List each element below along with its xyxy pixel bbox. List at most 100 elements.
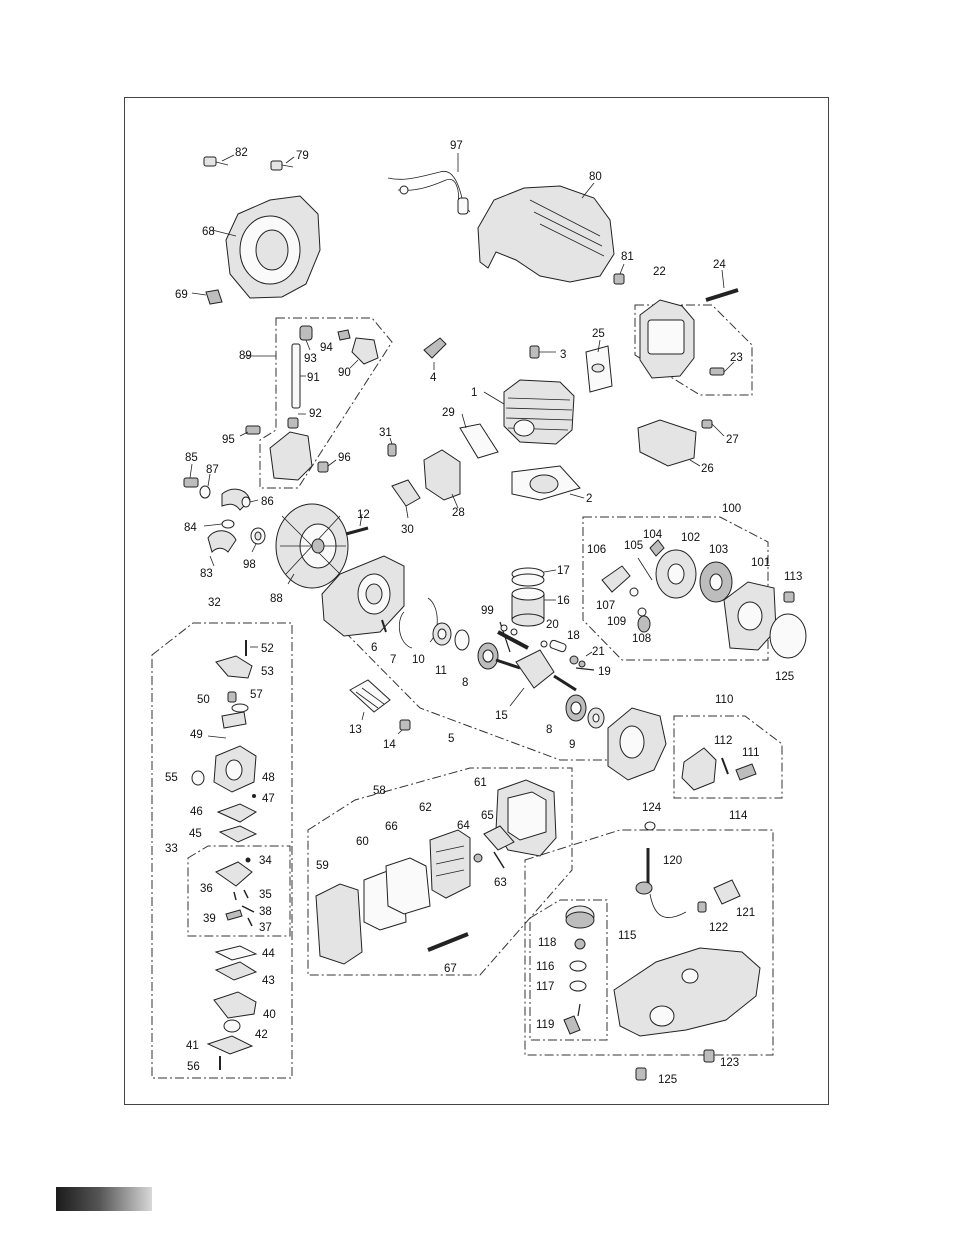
- label-100: 100: [722, 503, 741, 515]
- rings-17: [511, 567, 557, 587]
- starter-housing-101: [723, 581, 777, 651]
- label-93: 93: [304, 353, 317, 365]
- screen-42: [223, 1019, 241, 1033]
- label-122: 122: [709, 922, 728, 934]
- label-80: 80: [589, 171, 602, 183]
- label-102: 102: [681, 532, 700, 544]
- label-81: 81: [621, 251, 634, 263]
- bracket-26: [637, 419, 701, 467]
- label-27: 27: [726, 434, 739, 446]
- label-91: 91: [307, 372, 320, 384]
- label-36: 36: [200, 883, 213, 895]
- label-21: 21: [592, 646, 605, 658]
- label-119: 119: [536, 1019, 554, 1031]
- label-111: 111: [742, 747, 759, 759]
- disk-86-washer: [241, 496, 259, 508]
- gasket-117: [569, 980, 587, 992]
- label-114: 114: [729, 810, 748, 822]
- label-82: 82: [235, 147, 248, 159]
- label-117: 117: [536, 981, 554, 993]
- bolt-79: [270, 156, 295, 171]
- label-118: 118: [538, 937, 556, 949]
- spring-105: [637, 557, 653, 581]
- bolt-82: [203, 154, 235, 167]
- label-66: 66: [385, 821, 398, 833]
- label-18: 18: [567, 630, 580, 642]
- label-125-a: 125: [775, 671, 794, 683]
- nut-92: [287, 413, 306, 429]
- group-outline-58: [307, 767, 573, 976]
- carb-body-48: [213, 745, 257, 793]
- lever-49: [207, 711, 247, 739]
- pin-34: [245, 857, 251, 863]
- bolt-23: [709, 361, 735, 376]
- bolt-113: [783, 591, 795, 603]
- bolt-85: [183, 463, 199, 488]
- label-35: 35: [259, 889, 272, 901]
- label-86: 86: [261, 496, 274, 508]
- pulley-102: [655, 549, 697, 599]
- label-69: 69: [175, 289, 188, 301]
- washer-98: [250, 527, 266, 553]
- nut-64: [473, 853, 483, 863]
- label-97: 97: [450, 140, 463, 152]
- bolt-123: [703, 1049, 715, 1063]
- label-103: 103: [709, 544, 728, 556]
- gasket-45: [218, 825, 258, 843]
- valve-50: [227, 691, 237, 703]
- label-53: 53: [261, 666, 274, 678]
- label-107: 107: [596, 600, 615, 612]
- label-4: 4: [430, 372, 437, 384]
- gasket-2: [511, 465, 585, 501]
- label-109: 109: [607, 616, 626, 628]
- label-40: 40: [263, 1009, 276, 1021]
- label-11: 11: [435, 665, 447, 677]
- label-85: 85: [185, 452, 198, 464]
- label-89: 89: [239, 350, 252, 362]
- rod-91: [291, 343, 306, 409]
- nut-96: [317, 459, 337, 473]
- fan-housing-68: [211, 195, 321, 299]
- pin-94: [337, 329, 351, 341]
- label-68: 68: [202, 226, 215, 238]
- label-43: 43: [262, 975, 275, 987]
- label-2: 2: [586, 493, 592, 505]
- coil-89-body: [244, 355, 313, 481]
- pin-19: [575, 667, 595, 671]
- plate-110: [681, 747, 717, 791]
- label-42: 42: [255, 1029, 268, 1041]
- label-83: 83: [200, 568, 213, 580]
- shoe-83: [207, 530, 237, 567]
- group-outline-32: [151, 622, 293, 1079]
- spring-84: [203, 519, 235, 529]
- label-38: 38: [259, 906, 272, 918]
- label-65: 65: [481, 810, 494, 822]
- label-28: 28: [452, 507, 465, 519]
- grommet-124: [644, 821, 656, 831]
- label-46: 46: [190, 806, 203, 818]
- crankcase-left: [321, 555, 405, 637]
- label-3: 3: [560, 349, 566, 361]
- pin-6: [381, 619, 387, 633]
- bolt-81: [613, 263, 625, 285]
- pawl-104: [649, 539, 665, 557]
- spring-103: [699, 561, 733, 603]
- label-6: 6: [371, 642, 377, 654]
- cover-40: [213, 991, 257, 1019]
- label-25: 25: [592, 328, 605, 340]
- bolt-12: [345, 513, 369, 536]
- cover-41: [206, 1035, 254, 1055]
- label-10: 10: [412, 654, 425, 666]
- label-48: 48: [262, 772, 275, 784]
- group-outline-114: [524, 829, 774, 1056]
- pin-18: [549, 639, 567, 653]
- label-59: 59: [316, 860, 329, 872]
- label-62: 62: [419, 802, 432, 814]
- air-filter-cover-59: [315, 883, 363, 965]
- washer-109: [637, 607, 647, 617]
- cap-93: [299, 325, 313, 351]
- label-8-a: 8: [462, 677, 468, 689]
- washer-116: [569, 960, 587, 972]
- primer-121: [713, 879, 741, 905]
- plate-30: [391, 479, 421, 519]
